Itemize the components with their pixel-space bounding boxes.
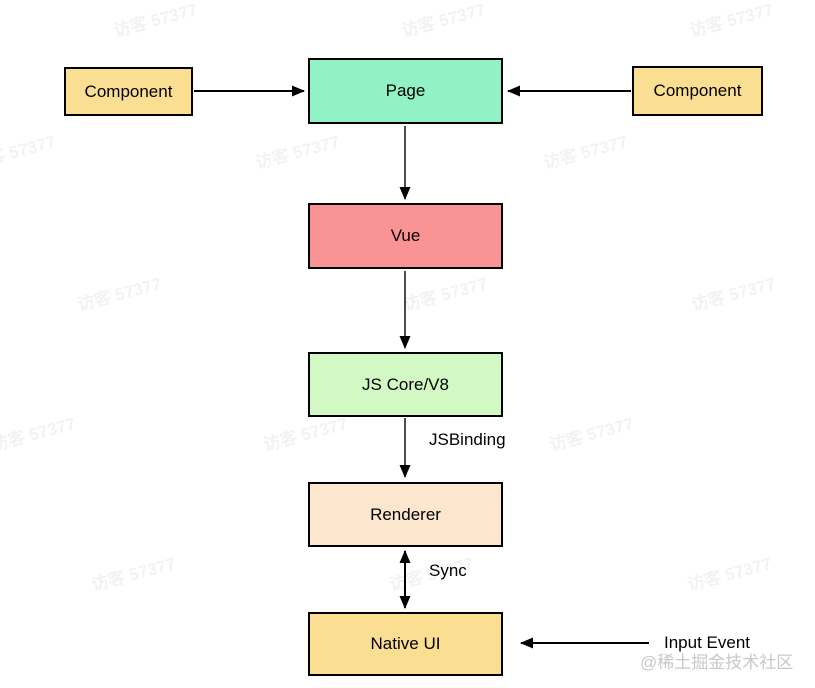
node-page: Page xyxy=(308,58,503,124)
node-vue: Vue xyxy=(308,203,503,269)
node-label: Component xyxy=(653,81,742,100)
edge-label-input-event: Input Event xyxy=(664,633,751,652)
node-component-right: Component xyxy=(632,66,763,116)
node-label: Page xyxy=(385,81,426,100)
node-label: Component xyxy=(84,81,173,101)
edge-label-jsbinding: JSBinding xyxy=(429,430,506,449)
node-label: Renderer xyxy=(370,504,441,524)
edge-label-sync: Sync xyxy=(429,561,467,580)
node-renderer: Renderer xyxy=(308,482,503,547)
node-label: Native UI xyxy=(370,634,441,653)
node-label: JS Core/V8 xyxy=(362,374,449,394)
node-label: Vue xyxy=(390,226,421,245)
node-native-ui: Native UI xyxy=(308,612,503,676)
node-component-left: Component xyxy=(64,67,193,116)
node-js-core-v8: JS Core/V8 xyxy=(308,352,503,417)
brand-watermark: @稀土掘金技术社区 xyxy=(640,653,794,672)
